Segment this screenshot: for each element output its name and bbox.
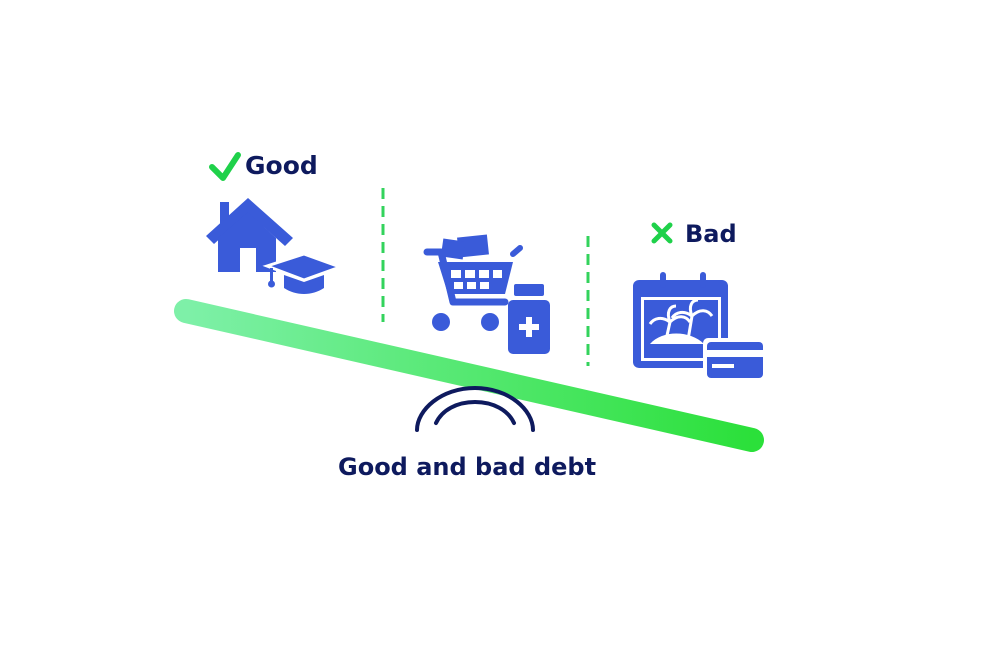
shopping-cart-icon [423,234,523,331]
diagram-caption: Good and bad debt [338,453,597,481]
bad-label: Bad [685,220,737,248]
cross-icon [651,222,673,244]
seesaw-pivot-icon [415,385,535,432]
good-label: Good [245,151,318,180]
credit-card-icon [703,338,767,382]
checkmark-icon [209,152,241,181]
medicine-bottle-icon [508,284,550,354]
graduation-cap-icon [262,252,345,294]
house-icon [206,198,293,272]
seesaw-beam [174,299,764,452]
